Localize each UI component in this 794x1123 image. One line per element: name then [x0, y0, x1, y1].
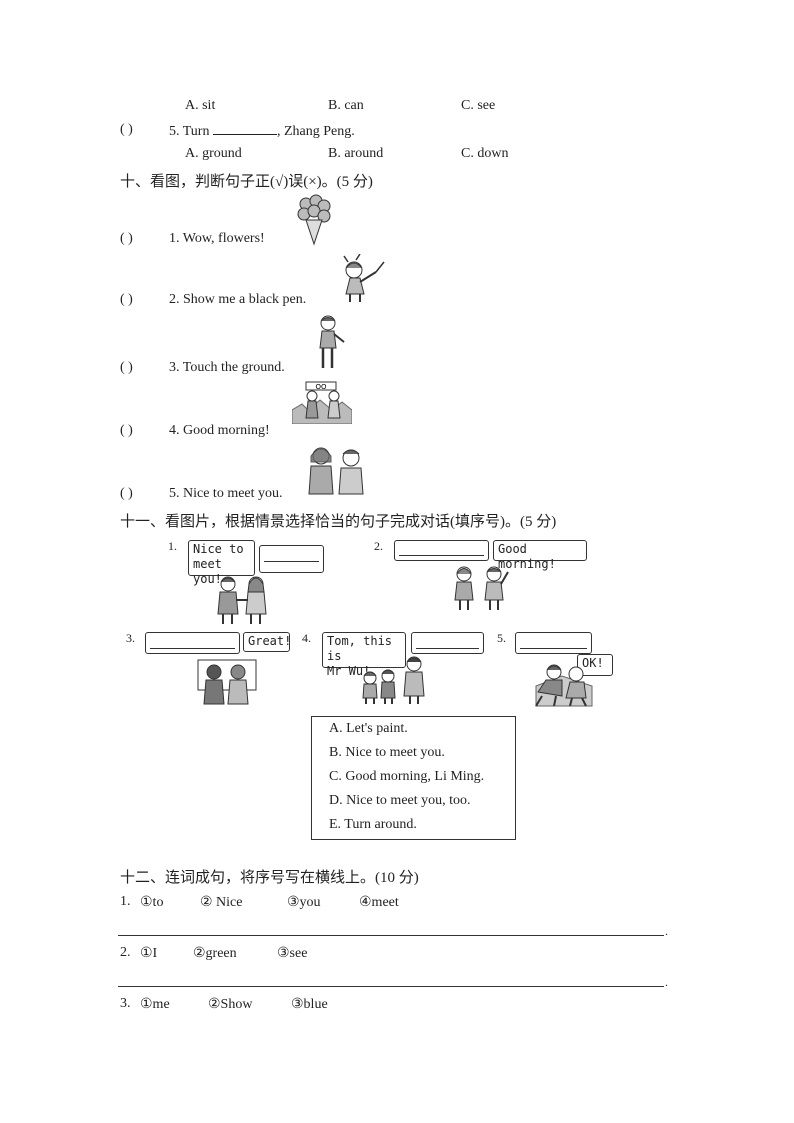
s10-item4-paren: ( ) [120, 423, 133, 438]
turn-around-illustration [535, 664, 593, 707]
s10-item5-text: 5. Nice to meet you. [169, 486, 283, 501]
option-d: D. Nice to meet you, too. [329, 793, 471, 808]
s10-item2-paren: ( ) [120, 292, 133, 307]
q4-option-b: B. can [328, 98, 364, 113]
q4-option-c: C. see [461, 98, 496, 113]
s12-item2-word3: ③see [277, 946, 308, 961]
s12-item1-answer-line[interactable] [118, 924, 668, 939]
q5-stem-before: 5. Turn [169, 124, 210, 139]
s12-item3-word1: ①me [140, 997, 170, 1012]
section10-heading: 十、看图，判断句子正(√)误(×)。(5 分) [120, 174, 373, 190]
sign-text: OO [315, 383, 327, 391]
good-morning-scene-illustration: OO [292, 381, 352, 424]
girl-holding-pen-illustration [343, 254, 385, 302]
option-c: C. Good morning, Li Ming. [329, 769, 485, 784]
s12-item3-word3: ③blue [291, 997, 328, 1012]
s12-item1-word4: ④meet [359, 895, 399, 910]
pic5-blank-bubble [515, 632, 592, 654]
s10-item1-text: 1. Wow, flowers! [169, 231, 265, 246]
section12-heading: 十二、连词成句，将序号写在横线上。(10 分) [120, 870, 419, 886]
pic4-number: 4. [302, 631, 311, 645]
pic2-number: 2. [374, 539, 383, 553]
s10-item2-text: 2. Show me a black pen. [169, 292, 307, 307]
s12-item3-word2: ②Show [208, 997, 253, 1012]
s12-item1-word1: ①to [140, 895, 164, 910]
s12-item2-number: 2. [120, 945, 131, 960]
section11-heading: 十一、看图片，根据情景选择恰当的句子完成对话(填序号)。(5 分) [120, 514, 557, 530]
introduction-illustration [362, 656, 425, 704]
q5-answer-paren: ( ) [120, 122, 133, 137]
q5-stem: 5. Turn , Zhang Peng. [169, 122, 355, 140]
handshake-illustration [217, 576, 267, 624]
q5-stem-after: , Zhang Peng. [276, 124, 355, 139]
pic3-speech-bubble: Great! [243, 632, 291, 652]
s12-item2-word2: ②green [193, 946, 237, 961]
s10-item5-paren: ( ) [120, 486, 133, 501]
pic5-speech-bubble: OK! [577, 654, 613, 676]
q5-option-a: A. ground [185, 146, 242, 161]
q5-blank [212, 122, 277, 135]
pic1-number: 1. [168, 539, 177, 553]
pic4-blank-bubble [411, 632, 484, 654]
s10-item1-paren: ( ) [120, 231, 133, 246]
pic3-blank-bubble [145, 632, 240, 654]
pic1-speech-bubble: Nice to meet you! [188, 540, 255, 586]
meeting-people-illustration [308, 447, 364, 495]
s12-item1-number: 1. [120, 894, 131, 909]
option-a: A. Let's paint. [329, 721, 408, 736]
q5-option-c: C. down [461, 146, 509, 161]
s10-item3-paren: ( ) [120, 360, 133, 375]
pic2-speech-bubble: Good morning! [493, 540, 587, 571]
q5-option-b: B. around [328, 146, 384, 161]
s12-item2-answer-line[interactable] [118, 975, 668, 990]
s12-item3-number: 3. [120, 996, 131, 1011]
pic2-blank-bubble [394, 540, 489, 561]
painting-illustration [197, 659, 257, 705]
s12-item1-word2: ② Nice [200, 895, 243, 910]
answer-options-box: A. Let's paint. B. Nice to meet you. C. … [311, 716, 516, 840]
boy-touching-ground-illustration [319, 315, 345, 368]
greeting-students-illustration [454, 566, 509, 610]
option-b: B. Nice to meet you. [329, 745, 445, 760]
pic1-blank-bubble [259, 545, 324, 573]
s10-item4-text: 4. Good morning! [169, 423, 270, 438]
s12-item1-word3: ③you [287, 895, 321, 910]
pic5-number: 5. [497, 631, 506, 645]
pic3-number: 3. [126, 631, 135, 645]
flowers-bouquet-illustration [297, 194, 331, 246]
option-e: E. Turn around. [329, 817, 417, 832]
s10-item3-text: 3. Touch the ground. [169, 360, 285, 375]
s12-item2-word1: ①I [140, 946, 158, 961]
q4-option-a: A. sit [185, 98, 216, 113]
